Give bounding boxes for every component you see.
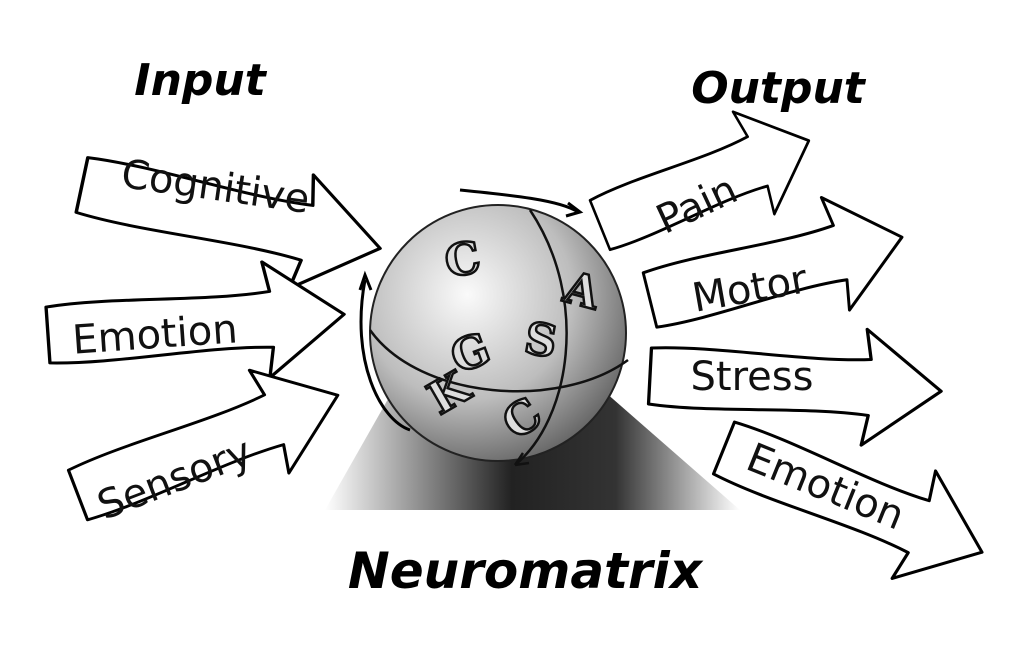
input-arrow-cognitive	[68, 126, 394, 307]
neuromatrix-sphere	[369, 204, 627, 462]
rotation-arrowhead-bottom-icon	[513, 452, 530, 467]
sphere-meridian-vertical	[514, 209, 568, 466]
sphere-meridian-horizontal	[368, 329, 629, 393]
rotation-arc-icon	[359, 279, 411, 432]
output-label-emotion: Emotion	[740, 435, 911, 540]
rotation-arrowhead-top-icon	[565, 201, 584, 218]
output-label-stress: Stress	[691, 354, 814, 400]
rotation-arc-top-icon	[459, 188, 579, 214]
output-heading: Output	[691, 63, 867, 114]
sphere-glyph: C	[441, 232, 484, 288]
rotation-arrowhead-icon	[358, 270, 373, 291]
diagram-title: Neuromatrix	[348, 542, 704, 600]
input-heading: Input	[134, 55, 268, 106]
